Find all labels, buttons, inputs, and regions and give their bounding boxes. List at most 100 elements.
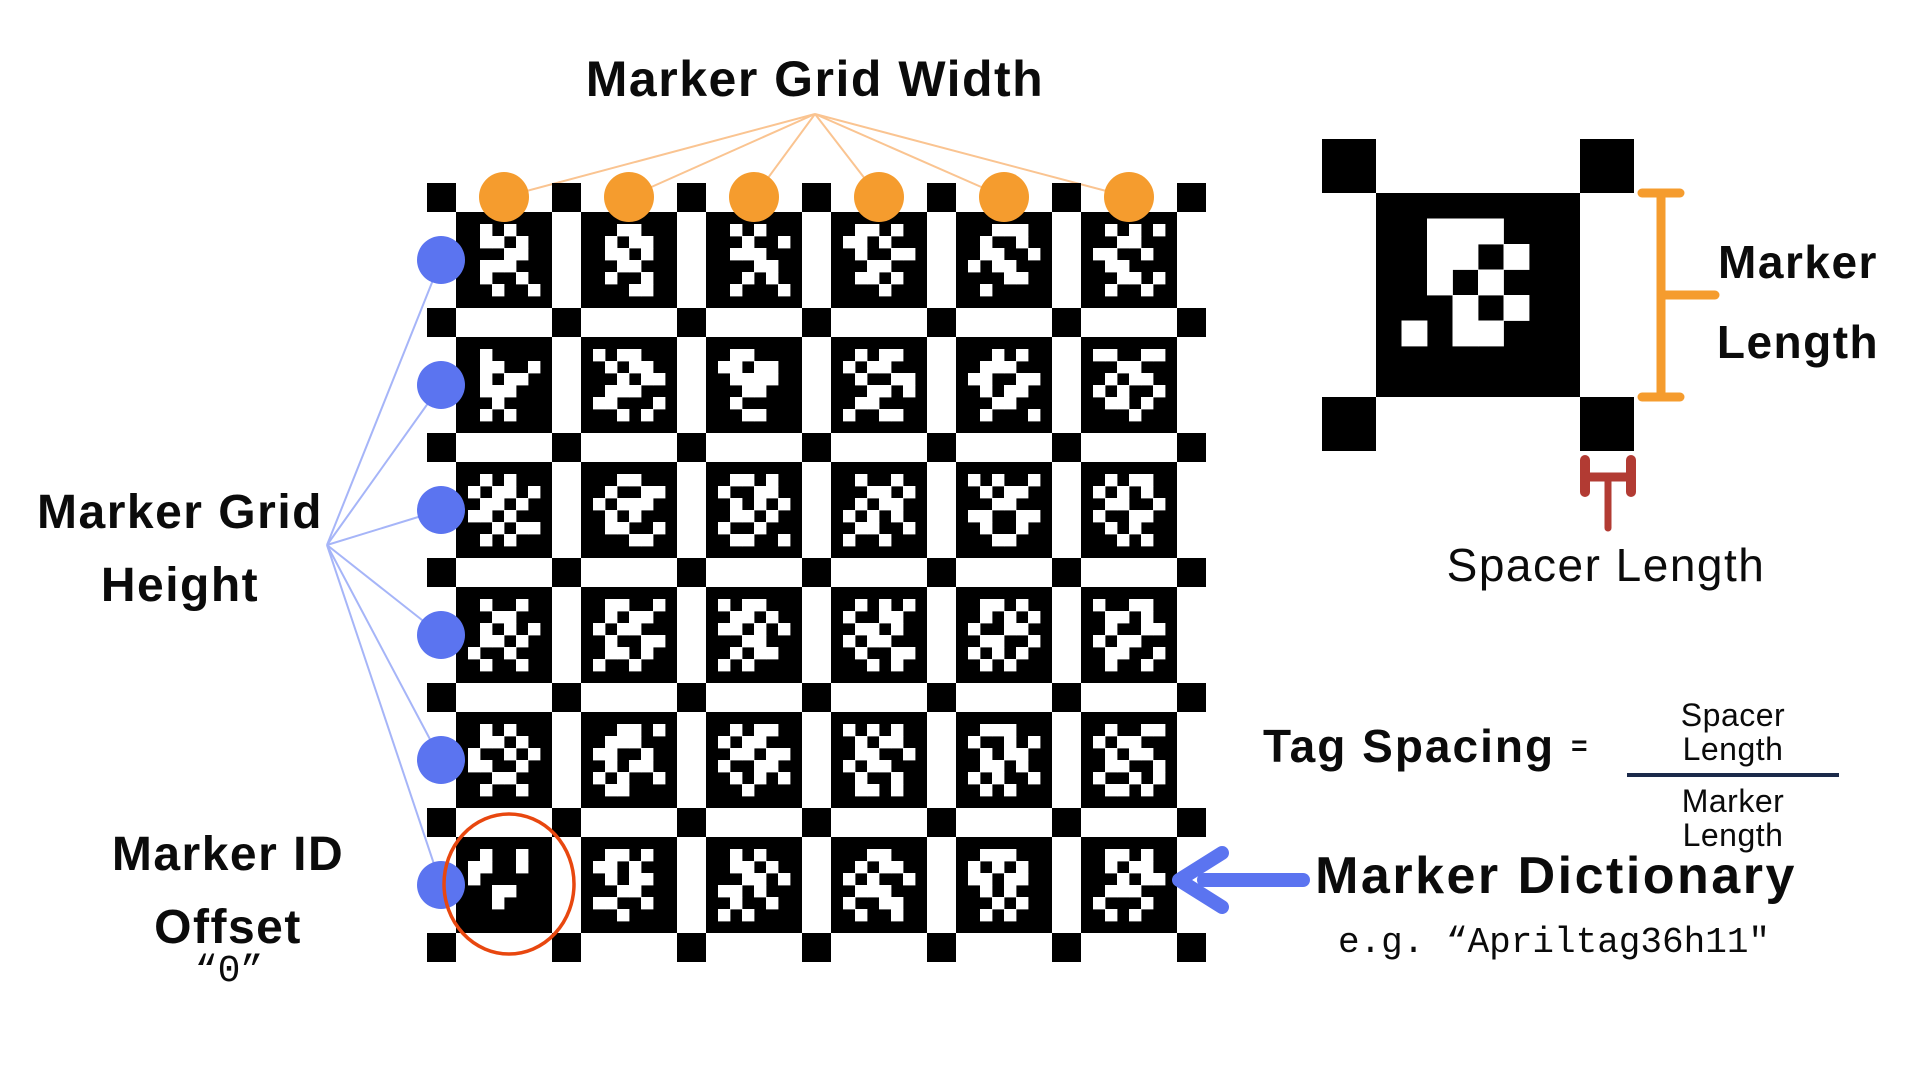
marker-cell xyxy=(504,647,517,660)
marker-cell xyxy=(843,724,856,737)
marker-id-offset-line1: Marker ID xyxy=(111,828,345,881)
marker-cell xyxy=(605,736,618,749)
marker-cell xyxy=(629,284,642,297)
marker-cell xyxy=(605,748,618,761)
marker-cell xyxy=(516,236,529,249)
marker-cell xyxy=(855,748,868,761)
marker-cell xyxy=(778,772,791,785)
marker-cell xyxy=(867,659,880,672)
marker-cell xyxy=(629,260,642,273)
marker-cell xyxy=(754,522,767,535)
marker-cell xyxy=(992,647,1005,660)
marker-cell xyxy=(1141,897,1154,910)
marker-cell xyxy=(480,385,493,398)
grid-height-dot xyxy=(417,486,465,534)
marker-cell xyxy=(593,861,606,874)
marker-cell xyxy=(867,361,880,374)
marker-cell xyxy=(1105,647,1118,660)
marker-cell xyxy=(1117,736,1130,749)
single-marker-cell xyxy=(1452,244,1479,270)
marker-cell xyxy=(468,748,481,761)
marker-cell xyxy=(480,361,493,374)
marker-cell xyxy=(1093,736,1106,749)
marker-cell xyxy=(980,284,993,297)
marker-cell xyxy=(480,736,493,749)
marker-cell xyxy=(480,599,493,612)
marker-cell xyxy=(718,486,731,499)
marker-cell xyxy=(1117,873,1130,886)
marker-cell xyxy=(730,534,743,547)
marker-cell xyxy=(730,772,743,785)
marker xyxy=(1081,712,1177,808)
marker-cell xyxy=(1141,784,1154,797)
arrow-head xyxy=(1172,846,1229,914)
marker-cell xyxy=(1004,849,1017,862)
marker-cell xyxy=(903,599,916,612)
marker-cell xyxy=(617,736,630,749)
marker-cell xyxy=(730,861,743,874)
marker-cell xyxy=(867,522,880,535)
marker-cell xyxy=(492,522,505,535)
marker-cell xyxy=(1093,599,1106,612)
marker-cell xyxy=(516,248,529,261)
marker-cell xyxy=(653,522,666,535)
marker-cell xyxy=(992,849,1005,862)
marker-cell xyxy=(1153,623,1166,636)
marker-cell xyxy=(980,599,993,612)
marker-cell xyxy=(754,409,767,422)
corner-square xyxy=(1177,933,1206,962)
marker-cell xyxy=(1129,635,1142,648)
corner-square xyxy=(552,308,581,337)
marker xyxy=(581,837,677,933)
marker-cell xyxy=(968,260,981,273)
marker-cell xyxy=(742,272,755,285)
marker-cell xyxy=(653,373,666,386)
marker-cell xyxy=(766,748,779,761)
corner-square xyxy=(1052,183,1081,212)
marker-cell xyxy=(891,772,904,785)
corner-square xyxy=(1052,558,1081,587)
marker-cell xyxy=(980,486,993,499)
marker xyxy=(831,587,927,683)
marker-cell xyxy=(879,385,892,398)
corner-square xyxy=(677,433,706,462)
marker-cell xyxy=(843,534,856,547)
marker-cell xyxy=(1028,409,1041,422)
marker-cell xyxy=(1117,611,1130,624)
marker-cell xyxy=(1129,272,1142,285)
marker-cell xyxy=(992,361,1005,374)
marker-cell xyxy=(855,736,868,749)
marker-cell xyxy=(891,724,904,737)
marker-cell xyxy=(629,885,642,898)
corner-square xyxy=(927,808,956,837)
marker-cell xyxy=(480,760,493,773)
marker xyxy=(456,337,552,433)
marker-cell xyxy=(504,623,517,636)
marker-cell xyxy=(754,623,767,636)
marker-cell xyxy=(855,772,868,785)
marker-cell xyxy=(980,409,993,422)
marker-cell xyxy=(855,784,868,797)
marker-cell xyxy=(617,224,630,237)
marker-cell xyxy=(891,897,904,910)
marker-cell xyxy=(1117,385,1130,398)
marker-cell xyxy=(504,885,517,898)
marker-cell xyxy=(605,647,618,660)
marker-cell xyxy=(617,784,630,797)
marker-cell xyxy=(1016,760,1029,773)
marker-cell xyxy=(641,373,654,386)
marker-cell xyxy=(980,248,993,261)
marker-cell xyxy=(1105,224,1118,237)
marker-cell xyxy=(754,849,767,862)
marker-cell xyxy=(742,736,755,749)
marker-cell xyxy=(468,760,481,773)
marker-cell xyxy=(1141,397,1154,410)
marker-cell xyxy=(480,260,493,273)
marker-cell xyxy=(504,534,517,547)
marker-cell xyxy=(718,361,731,374)
marker-cell xyxy=(528,361,541,374)
fan-lines xyxy=(326,113,1130,886)
marker-cell xyxy=(1004,397,1017,410)
marker-cell xyxy=(754,647,767,660)
marker-cell xyxy=(1117,397,1130,410)
